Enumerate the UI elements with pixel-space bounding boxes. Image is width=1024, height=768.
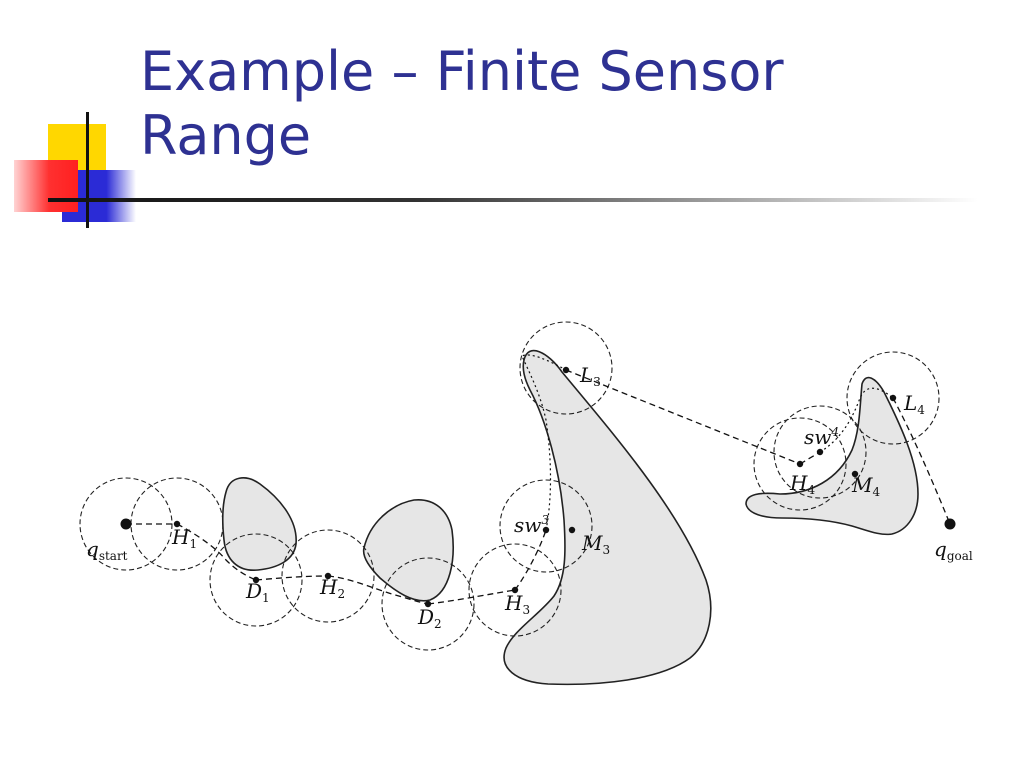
label-l3: L3 [579, 363, 601, 389]
point-h1 [173, 520, 181, 528]
path-h2-d2 [327, 575, 429, 605]
point-h2 [324, 572, 332, 580]
label-qgoal: qgoal [934, 537, 973, 563]
point-labels: qstart H1 D1 H2 D2 H3 sw3 M3 L3 H4 sw4 M… [86, 363, 973, 631]
label-m4: M4 [851, 473, 880, 499]
point-m4 [851, 470, 859, 478]
sensor-circle-l4 [846, 351, 940, 445]
sensor-circle-h4 [753, 417, 847, 511]
point-qstart [120, 518, 132, 530]
sensor-circle-l3 [519, 321, 613, 415]
obstacle-4 [745, 376, 919, 536]
label-h3: H3 [504, 591, 530, 617]
path-h3-sw3 [514, 529, 547, 591]
point-sw4 [816, 448, 824, 456]
label-l4: L4 [903, 391, 925, 417]
sensor-range-circles [79, 321, 940, 651]
path-h4-sw4 [799, 451, 821, 465]
obstacle-2 [362, 499, 454, 602]
sensor-circle-h3 [468, 543, 562, 637]
point-qgoal [944, 518, 956, 530]
path-d2-h3 [427, 589, 516, 605]
path-h1-d1 [176, 523, 257, 581]
point-h3 [511, 586, 519, 594]
point-sw3 [542, 526, 550, 534]
path-l4-qgoal [892, 397, 951, 525]
point-l4 [889, 394, 897, 402]
slide-title: Example – Finite Sensor Range [140, 40, 1000, 168]
title-underline [48, 198, 978, 202]
label-h2: H2 [319, 575, 345, 601]
sensor-circle-d1 [209, 533, 303, 627]
point-m3 [568, 526, 576, 534]
point-d1 [252, 576, 260, 584]
path-points [120, 366, 956, 608]
point-h4 [796, 460, 804, 468]
robot-path [126, 369, 951, 605]
title-line-2: Range [140, 104, 312, 167]
label-sw3: sw3 [514, 513, 549, 537]
label-h1: H1 [171, 525, 197, 551]
deco-red-block [14, 160, 78, 212]
point-d2 [424, 600, 432, 608]
label-h4: H4 [789, 471, 815, 497]
label-sw4: sw4 [804, 425, 839, 449]
title-line-1: Example – Finite Sensor [140, 40, 784, 103]
path-d1-h2 [255, 575, 329, 581]
label-d2: D2 [417, 605, 442, 631]
obstacle-1 [221, 477, 297, 571]
deco-vertical-line [86, 112, 89, 228]
sensor-circle-d2 [381, 557, 475, 651]
label-d1: D1 [245, 579, 270, 605]
label-m3: M3 [581, 531, 610, 557]
sensor-circle-sw3 [499, 479, 593, 573]
sensor-circle-sw4 [773, 405, 867, 499]
obstacle-3 [503, 349, 712, 686]
obstacles [221, 349, 919, 686]
point-l3 [562, 366, 570, 374]
sensor-circle-h2 [281, 529, 375, 623]
path-l3-h4 [565, 369, 801, 465]
label-qstart: qstart [86, 537, 128, 563]
